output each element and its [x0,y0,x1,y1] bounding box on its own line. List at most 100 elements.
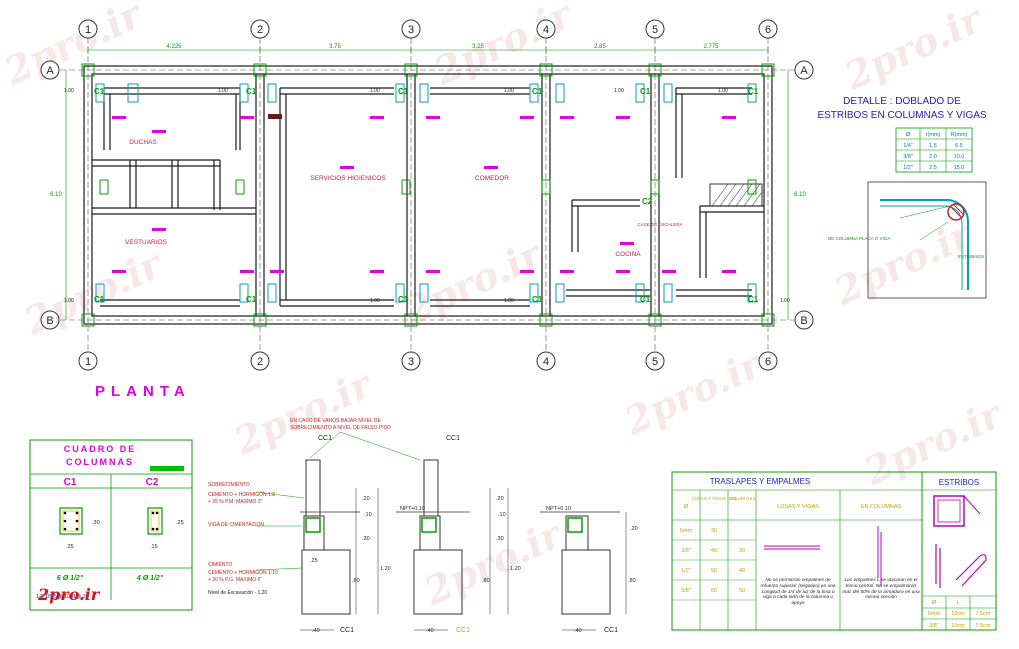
dim-20: .20 [496,496,504,502]
traslapes-note-lv-box: No se permitirán empalmes de refuerzo su… [761,578,836,606]
dim-30: .30 [496,536,504,542]
dim-80: .80 [628,578,636,584]
height-dim: 6.10 [794,192,806,198]
room-servicios: SERVICIOS HIGIENICOS [310,175,386,182]
column-tag-c1: C1 [398,87,409,96]
traslapes-cell: 5/8" [681,588,691,594]
dim-small: 1.00 [64,88,74,94]
dim-small: 1.00 [370,298,380,304]
traslapes-header-phi: Ø [684,504,689,510]
dim-10: .10 [498,512,506,518]
cuadro-title-1: CUADRO DE [64,444,137,454]
estribos-header: L [956,600,959,606]
column-tag-c1: C1 [94,87,105,96]
dim-40: .40 [312,628,320,634]
npt-label: NPT+0.10 [546,506,571,512]
room-comedor: COMEDOR [475,175,509,182]
span-dim: 3.25 [472,44,484,50]
table-cell: 2.5 [929,165,937,171]
column-tag-c1: C1 [532,87,543,96]
span-dimension-line [65,46,789,320]
traslapes-cell: 3/8" [681,548,691,554]
traslapes-cell: 50 [711,568,717,574]
table-cell: 6.5 [955,143,963,149]
traslapes-cell: 30 [711,528,717,534]
room-cocina: COCINA [615,251,641,258]
cuadro-title-2: COLUMNAS [66,457,134,467]
dim-small: 1.00 [718,88,728,94]
span-dim: 2.85 [594,44,606,50]
axis-label-2: 2 [257,24,263,36]
axis-label-b: B [46,315,53,327]
dim-40: .40 [574,628,582,634]
dim-small: 1.00 [504,88,514,94]
traslapes-cell: 40 [739,568,745,574]
room-deposito: CASE DE ESCALERA [637,222,682,227]
bend-radius-table: Ø r(mm) R(mm) 1/4" 1.5 6.5 3/8" 2.0 10.0… [895,127,973,173]
cc1-label: CC1 [604,627,618,634]
cim-nivel: Nivel de Excavación - 1.20 [208,590,267,596]
logo-text: 2pro.ir [38,585,100,604]
cc1-label: CC1 [340,627,354,634]
column-tag-c1: C1 [640,87,651,96]
column-tag-c1: C1 [246,295,257,304]
detalle-title-1: DETALLE : DOBLADO DE [843,96,961,107]
c1-steel: 6 Ø 1/2" [57,575,84,582]
dim-10: .10 [364,512,372,518]
column-tag-c1: C1 [640,295,651,304]
estribos-cell: 10cm [951,611,965,617]
axis-label-a-right: A [800,65,808,77]
dim-20: .20 [630,526,638,532]
traslapes-cell: 6mm [680,528,693,534]
cim-sobre-spec-1: CEMENTO + HORMIGON 1:8 [208,492,275,498]
estribos-cell: 3/8" [929,623,939,629]
axis-label-6-bottom: 6 [765,356,771,368]
traslapes-table: TRASLAPES Y EMPALMES Ø LOSAS Y VIGAS (cm… [671,471,923,631]
site-logo: 2pro.ir [38,577,99,607]
traslapes-cell: 1/2" [681,568,691,574]
detalle-note-1: DE COLUMNA PLACA O VIGA [828,236,890,241]
table-cell: 1/2" [903,165,913,171]
traslapes-note-col-box: Los empalmes L se ubicaran en el tercio … [842,578,919,600]
dim-40: .40 [426,628,434,634]
axis-label-1: 1 [85,24,91,36]
estribos-title: ESTRIBOS [939,478,979,487]
dim-small: 1.00 [218,88,228,94]
axis-label-b-right: B [800,315,807,327]
axis-label-a: A [46,65,54,77]
columns [81,63,775,327]
traslapes-title: TRASLAPES Y EMPALMES [710,477,810,486]
cuadro-c2: C2 [146,477,159,488]
c2-dim: .15 [150,544,158,550]
dim-small: 1.00 [614,88,624,94]
room-vestuarios: VESTUARIOS [125,239,168,246]
npt-label: NPT+0.10 [400,506,425,512]
cim-sobrecimiento: SOBRECIMIENTO [208,482,250,488]
table-header: r(mm) [926,132,941,138]
estribos-header: Ø [932,600,937,606]
dim-small: 1.00 [504,298,514,304]
cim-spec-2: + 30 % P.G. MAXIMO 6" [208,577,262,583]
traslapes-header-losas: LOSAS Y VIGAS (cm) [692,496,737,501]
traslapes-cell: 30 [739,548,745,554]
table-cell: 1/4" [903,143,913,149]
foundation-sections: EN CASO DE VANOS BAJAR NIVEL DE SOBRECIM… [208,418,638,634]
axis-label-3-bottom: 3 [408,356,414,368]
column-tag-c1: C1 [246,87,257,96]
cim-viga: VIGA DE CIMENTACION [208,522,264,528]
c1-dim: .25 [66,544,74,550]
cc1-label: CC1 [456,627,470,634]
axis-label-2-bottom: 2 [257,356,263,368]
estribos-cell: 7.5cm [976,611,991,617]
column-tag-c1: C1 [94,295,105,304]
cc1-label: CC1 [318,435,332,442]
axis-bubbles [40,19,814,371]
table-header: R(mm) [951,132,968,138]
window-tags [112,116,736,273]
axis-label-4-bottom: 4 [543,356,549,368]
axis-label-4: 4 [543,24,549,36]
axis-label-5: 5 [652,24,658,36]
dim-120: 1.20 [510,566,521,572]
traslapes-cell: 40 [711,548,717,554]
axis-label-1-bottom: 1 [85,356,91,368]
